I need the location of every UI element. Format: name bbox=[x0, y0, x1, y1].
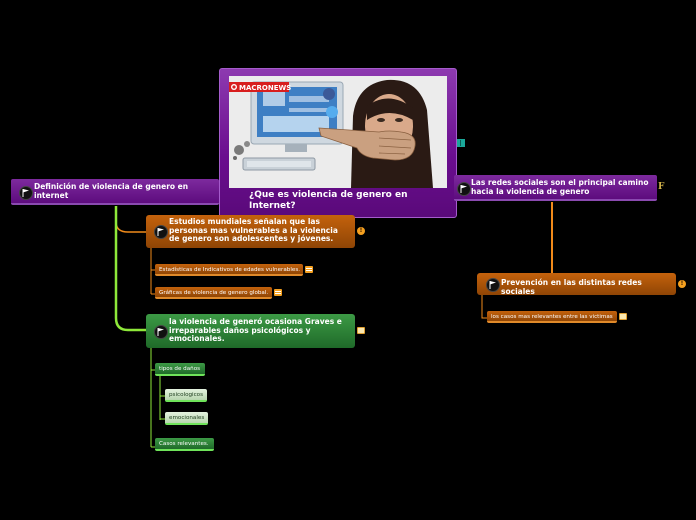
macronews-logo: MACRONEWS bbox=[239, 84, 291, 92]
topic-illustration: MACRONEWS bbox=[229, 76, 447, 188]
topic-violencia-danos[interactable]: la violencia de generó ocasiona Graves e… bbox=[146, 314, 355, 348]
topic-definicion[interactable]: Definición de violencia de genero en int… bbox=[11, 179, 219, 205]
subtopic-casos-victimas[interactable]: los casos mas relevantes entre las victi… bbox=[487, 311, 617, 323]
topic-prevencion-label: Prevención en las distintas redes social… bbox=[501, 278, 642, 296]
topic-violencia-label: la violencia de generó ocasiona Graves e… bbox=[169, 317, 342, 344]
f-marker-icon[interactable]: F bbox=[658, 182, 665, 192]
flag-icon[interactable] bbox=[154, 225, 168, 239]
topic-prevencion[interactable]: Prevención en las distintas redes social… bbox=[477, 273, 676, 296]
connector-definicion-estudios bbox=[115, 206, 146, 233]
subtopic-tipos-danos[interactable]: tipos de daños bbox=[155, 363, 205, 376]
subtopic-psicologicos[interactable]: psicologicos bbox=[165, 389, 207, 402]
note-icon[interactable] bbox=[619, 313, 627, 320]
note-icon[interactable] bbox=[305, 266, 313, 273]
central-topic-title: ¿Que es violencia de genero en Internet? bbox=[249, 190, 408, 211]
topic-definicion-label: Definición de violencia de genero en int… bbox=[34, 182, 189, 200]
flag-icon[interactable] bbox=[457, 182, 471, 196]
info-icon[interactable]: ! bbox=[678, 280, 686, 288]
flag-icon[interactable] bbox=[19, 186, 33, 200]
info-icon[interactable]: ! bbox=[357, 227, 365, 235]
topic-estudios[interactable]: Estudios mundiales señalan que las perso… bbox=[146, 215, 355, 248]
subtopic-emocionales[interactable]: emocionales bbox=[165, 412, 208, 425]
attachment-icon[interactable] bbox=[457, 139, 465, 147]
note-icon[interactable] bbox=[274, 289, 282, 296]
connector-definicion-violencia bbox=[114, 206, 146, 332]
topic-estudios-label: Estudios mundiales señalan que las perso… bbox=[169, 217, 338, 244]
flag-icon[interactable] bbox=[486, 278, 500, 292]
subtopic-estadisticas[interactable]: Estadísticas de Indicativos de edades vu… bbox=[155, 264, 303, 276]
topic-redes-label: Las redes sociales son el principal cami… bbox=[471, 178, 649, 196]
flag-icon[interactable] bbox=[154, 325, 168, 339]
subtopic-casos-relevantes[interactable]: Casos relevantes. bbox=[155, 438, 214, 451]
subtopic-graficas[interactable]: Gráficas de violencia de genero global. bbox=[155, 287, 272, 299]
topic-redes-sociales[interactable]: Las redes sociales son el principal cami… bbox=[454, 175, 657, 201]
note-icon[interactable] bbox=[357, 327, 365, 334]
central-topic[interactable]: MACRONEWS ¿Que es violencia de genero en… bbox=[219, 68, 457, 218]
central-topic-image: MACRONEWS bbox=[229, 76, 447, 188]
